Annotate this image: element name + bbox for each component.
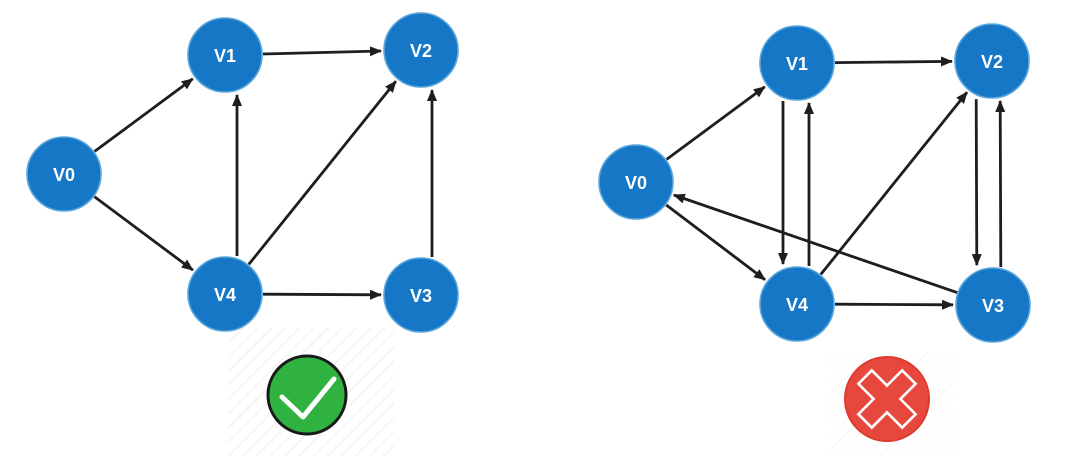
graph-edge-V4-V2: [247, 80, 397, 266]
graph-node-V0: [598, 144, 674, 220]
graph-node-label-V2: V2: [410, 41, 432, 61]
graph-edge-V0-V1: [93, 77, 194, 153]
graph-node-V1: [759, 25, 835, 101]
cross-icon: [856, 368, 918, 430]
graph-node-V4: [759, 266, 835, 342]
graph-edge-V1-V2: [262, 46, 382, 57]
graph-node-V4: [187, 256, 263, 332]
graph-edge-V0-V4: [665, 203, 766, 281]
graph-node-label-V4: V4: [214, 285, 236, 305]
graph-edge-V2-V3: [971, 99, 982, 267]
graph-node-label-V3: V3: [982, 296, 1004, 316]
graph-edge-V3-V0: [672, 193, 958, 294]
valid-check-badge: [266, 354, 348, 436]
graph-edge-V0-V1: [665, 85, 766, 161]
graph-node-label-V0: V0: [625, 173, 647, 193]
graph-node-label-V1: V1: [786, 54, 808, 74]
valid-check-badge-circle: [266, 354, 348, 436]
graph-node-V2: [383, 12, 459, 88]
graph-edge-V4-V3: [262, 289, 382, 300]
graph-edge-V3-V2: [995, 100, 1006, 268]
graph-node-V0: [26, 136, 102, 212]
graph-node-V3: [383, 257, 459, 333]
graph-edge-V1-V2: [834, 56, 953, 67]
graph-node-label-V0: V0: [53, 165, 75, 185]
graph-edge-V4-V2: [819, 91, 969, 276]
graph-edge-V0-V4: [93, 195, 194, 272]
graph-edge-V4-V3: [834, 299, 954, 310]
check-icon: [279, 376, 337, 420]
graph-node-V3: [955, 267, 1031, 343]
graph-node-label-V1: V1: [214, 46, 236, 66]
graph-node-label-V3: V3: [410, 286, 432, 306]
graph-node-V2: [954, 23, 1030, 99]
graph-node-label-V4: V4: [786, 295, 808, 315]
invalid-cross-badge: [844, 356, 930, 442]
graph-node-label-V2: V2: [981, 52, 1003, 72]
graph-node-V1: [187, 17, 263, 93]
